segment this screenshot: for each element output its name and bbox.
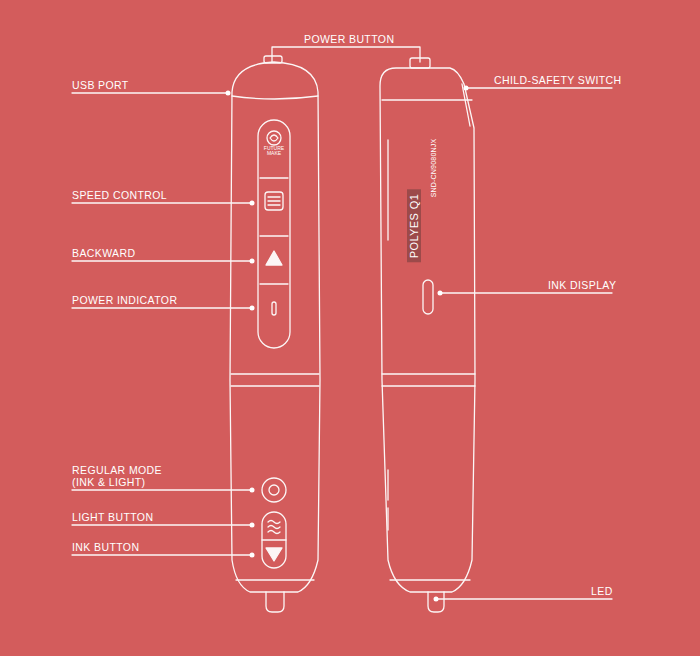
part-label: SPEED CONTROL [72,189,167,201]
part-label: USB PORT [72,79,129,91]
part-label: POWER BUTTON [304,33,394,45]
part-label: INK DISPLAY [548,279,616,291]
part-label: INK BUTTON [72,541,139,553]
model-name: POLYES Q1 [407,190,421,263]
part-label: REGULAR MODE (INK & LIGHT) [72,464,164,488]
part-label: CHILD-SAFETY SWITCH [494,74,622,86]
part-label: POWER INDICATOR [72,294,177,306]
part-label: BACKWARD [72,247,135,259]
part-label: LIGHT BUTTON [72,511,153,523]
serial-number: SND-CN9080NJX [430,139,438,198]
part-label: LED [591,585,613,597]
logo-text: FUTURE MAKE [262,146,286,156]
